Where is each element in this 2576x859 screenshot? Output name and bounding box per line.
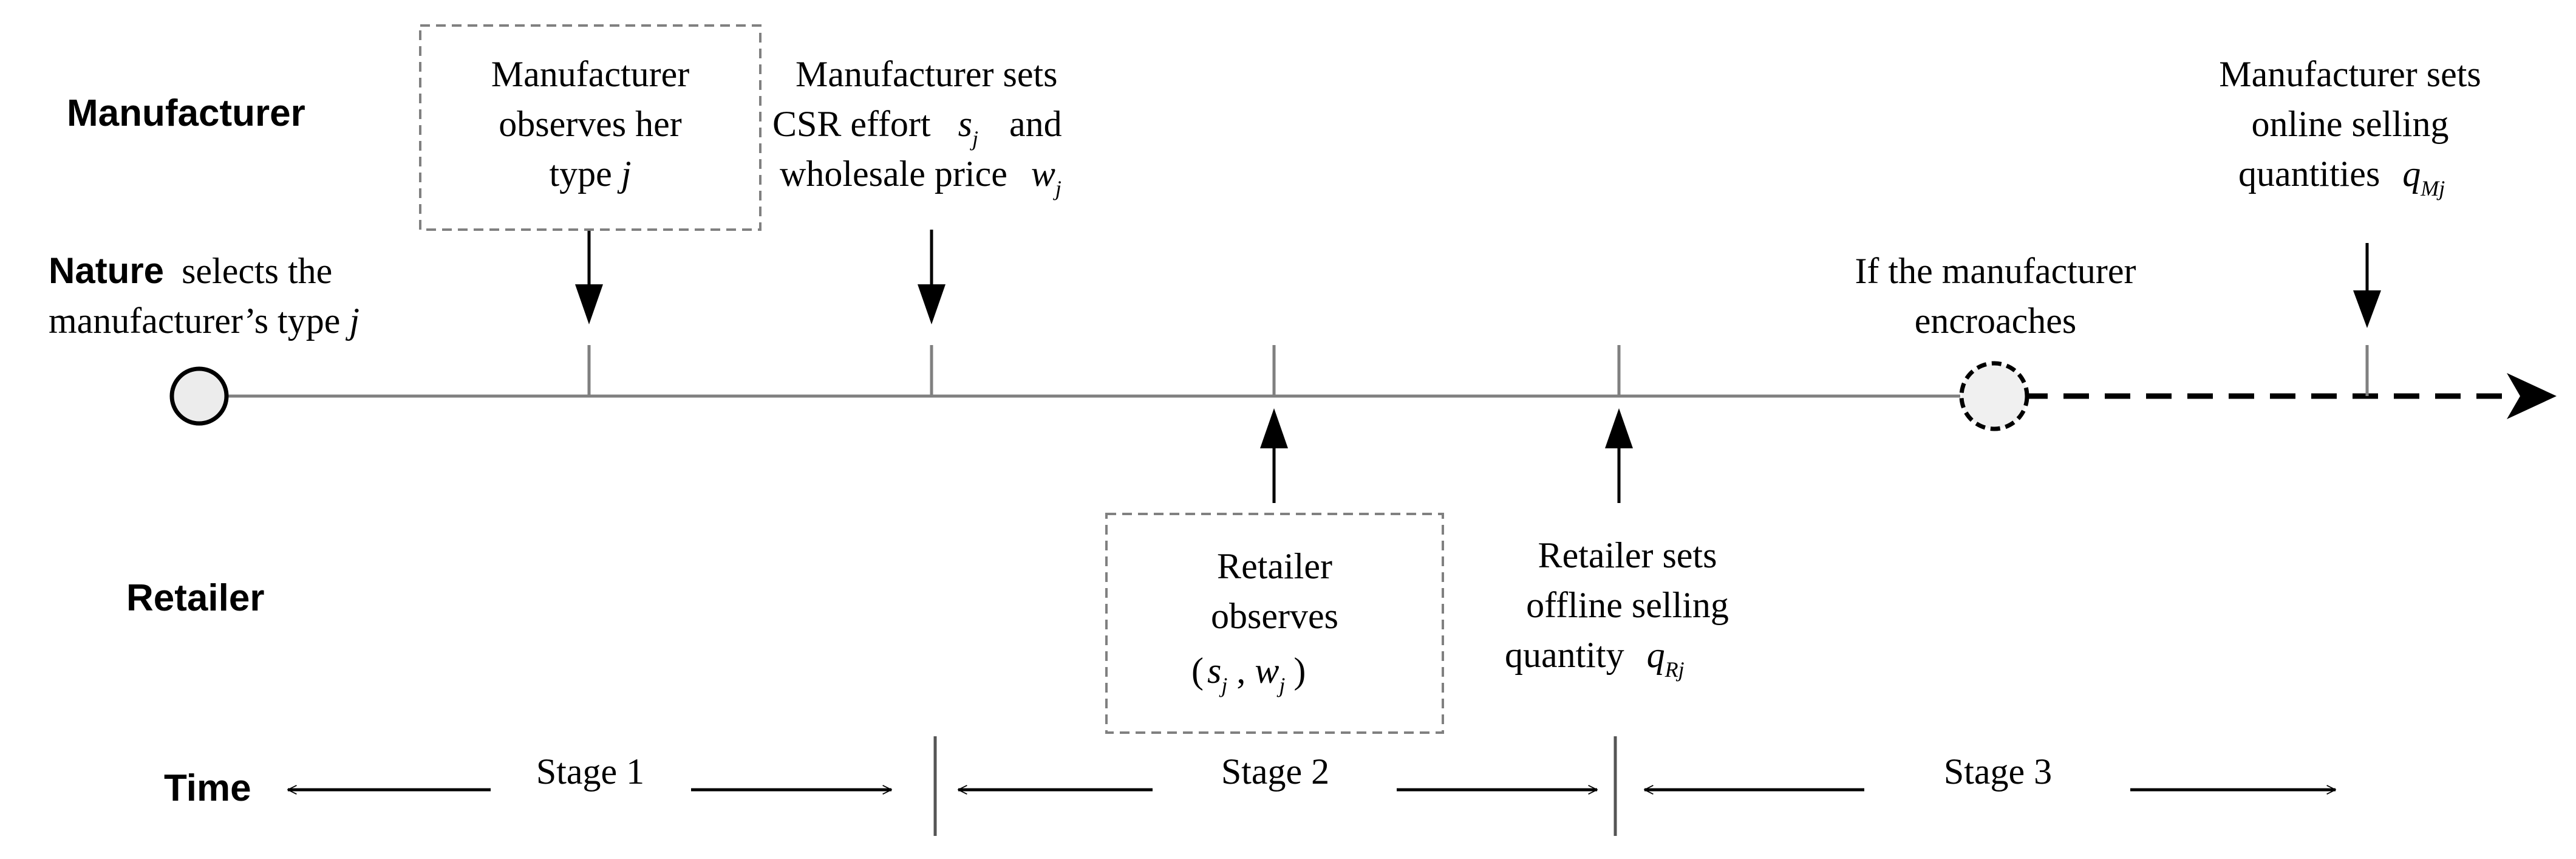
offline-line1: Retailer sets bbox=[1538, 535, 1717, 575]
tuple-s-var: s bbox=[1207, 651, 1221, 691]
csr-and: and bbox=[1009, 104, 1062, 144]
manufacturer-observes-line2: observes her bbox=[499, 104, 682, 144]
manufacturer-observes-box: Manufacturer observes her type j bbox=[419, 24, 762, 231]
encroach-line2: encroaches bbox=[1915, 301, 2076, 341]
offline-line3: quantity bbox=[1505, 635, 1624, 675]
manufacturer-sets-online-annotation: Manufacturer sets online selling quantit… bbox=[2219, 54, 2481, 200]
svg-text:Nature selects the: Nature selects the bbox=[49, 250, 332, 291]
online-q-var: q bbox=[2402, 154, 2421, 194]
stage-2-span: Stage 2 bbox=[958, 751, 1597, 792]
tuple-w-sub: j bbox=[1276, 673, 1285, 697]
csr-line3: wholesale price bbox=[780, 154, 1007, 194]
tuple-s-sub: j bbox=[1219, 673, 1227, 697]
csr-w-var: w bbox=[1031, 154, 1055, 194]
svg-text:quantity qRj: quantity qRj bbox=[1505, 635, 1685, 682]
nature-label: Nature bbox=[49, 250, 164, 291]
tuple-open: ( bbox=[1191, 651, 1204, 691]
online-line1: Manufacturer sets bbox=[2219, 54, 2481, 94]
stage-1-span: Stage 1 bbox=[288, 751, 891, 792]
offline-q-var: q bbox=[1647, 635, 1665, 675]
manufacturer-sets-csr-annotation: Manufacturer sets CSR effort sj and whol… bbox=[772, 54, 1062, 200]
svg-text:manufacturer’s type j: manufacturer’s type j bbox=[49, 301, 359, 341]
stage-2-label: Stage 2 bbox=[1221, 751, 1329, 792]
svg-text:quantities qMj: quantities qMj bbox=[2238, 154, 2445, 200]
encroach-annotation: If the manufacturer encroaches bbox=[1855, 251, 2136, 341]
manufacturer-observes-line1: Manufacturer bbox=[491, 54, 690, 94]
retailer-observes-line1: Retailer bbox=[1217, 546, 1332, 586]
row-label-time: Time bbox=[164, 767, 251, 809]
online-q-sub: Mj bbox=[2420, 176, 2445, 200]
manufacturer-observes-line3: type bbox=[550, 154, 621, 194]
timeline-arrowhead bbox=[2507, 373, 2557, 419]
nature-annotation: Nature selects the manufacturer’s type j bbox=[49, 250, 359, 341]
stage-1-label: Stage 1 bbox=[536, 751, 644, 792]
tuple-comma: , bbox=[1227, 651, 1255, 691]
svg-text:type j: type j bbox=[550, 154, 632, 194]
csr-line2: CSR effort bbox=[772, 104, 931, 144]
stage-3-label: Stage 3 bbox=[1944, 751, 2052, 792]
arrow-down-online-quantities bbox=[2353, 243, 2381, 328]
csr-s-var: s bbox=[958, 104, 972, 144]
arrow-down-observe-type bbox=[575, 230, 603, 324]
offline-line2: offline selling bbox=[1526, 585, 1729, 625]
csr-s-sub: j bbox=[970, 126, 978, 151]
csr-line1: Manufacturer sets bbox=[796, 54, 1057, 94]
row-label-manufacturer: Manufacturer bbox=[67, 92, 305, 134]
svg-text:CSR effort sj and: CSR effort sj and bbox=[772, 104, 1062, 154]
offline-q-sub: Rj bbox=[1665, 657, 1685, 682]
nature-line2: manufacturer’s type bbox=[49, 301, 349, 341]
encroach-line1: If the manufacturer bbox=[1855, 251, 2136, 291]
online-line2: online selling bbox=[2252, 104, 2449, 144]
stage-3-span: Stage 3 bbox=[1644, 751, 2336, 792]
retailer-sets-offline-annotation: Retailer sets offline selling quantity q… bbox=[1505, 535, 1729, 682]
retailer-observes-line2: observes bbox=[1211, 596, 1338, 636]
row-label-retailer: Retailer bbox=[126, 577, 264, 619]
online-line3: quantities bbox=[2238, 154, 2380, 194]
arrow-up-retailer-observe bbox=[1260, 408, 1288, 503]
csr-w-sub: j bbox=[1053, 176, 1061, 200]
nature-start-circle bbox=[169, 366, 229, 426]
svg-text:(sj , wj): (sj , wj) bbox=[1191, 651, 1306, 697]
tuple-w-var: w bbox=[1255, 651, 1279, 691]
nature-line1-rest: selects the bbox=[182, 251, 332, 291]
arrow-up-retailer-sets bbox=[1605, 408, 1633, 503]
tuple-close: ) bbox=[1293, 651, 1306, 691]
arrow-down-set-csr bbox=[918, 230, 946, 324]
retailer-observes-box: Retailer observes (sj , wj) bbox=[1105, 513, 1444, 734]
svg-text:wholesale price wj: wholesale price wj bbox=[780, 154, 1061, 200]
encroachment-circle bbox=[1959, 361, 2029, 431]
